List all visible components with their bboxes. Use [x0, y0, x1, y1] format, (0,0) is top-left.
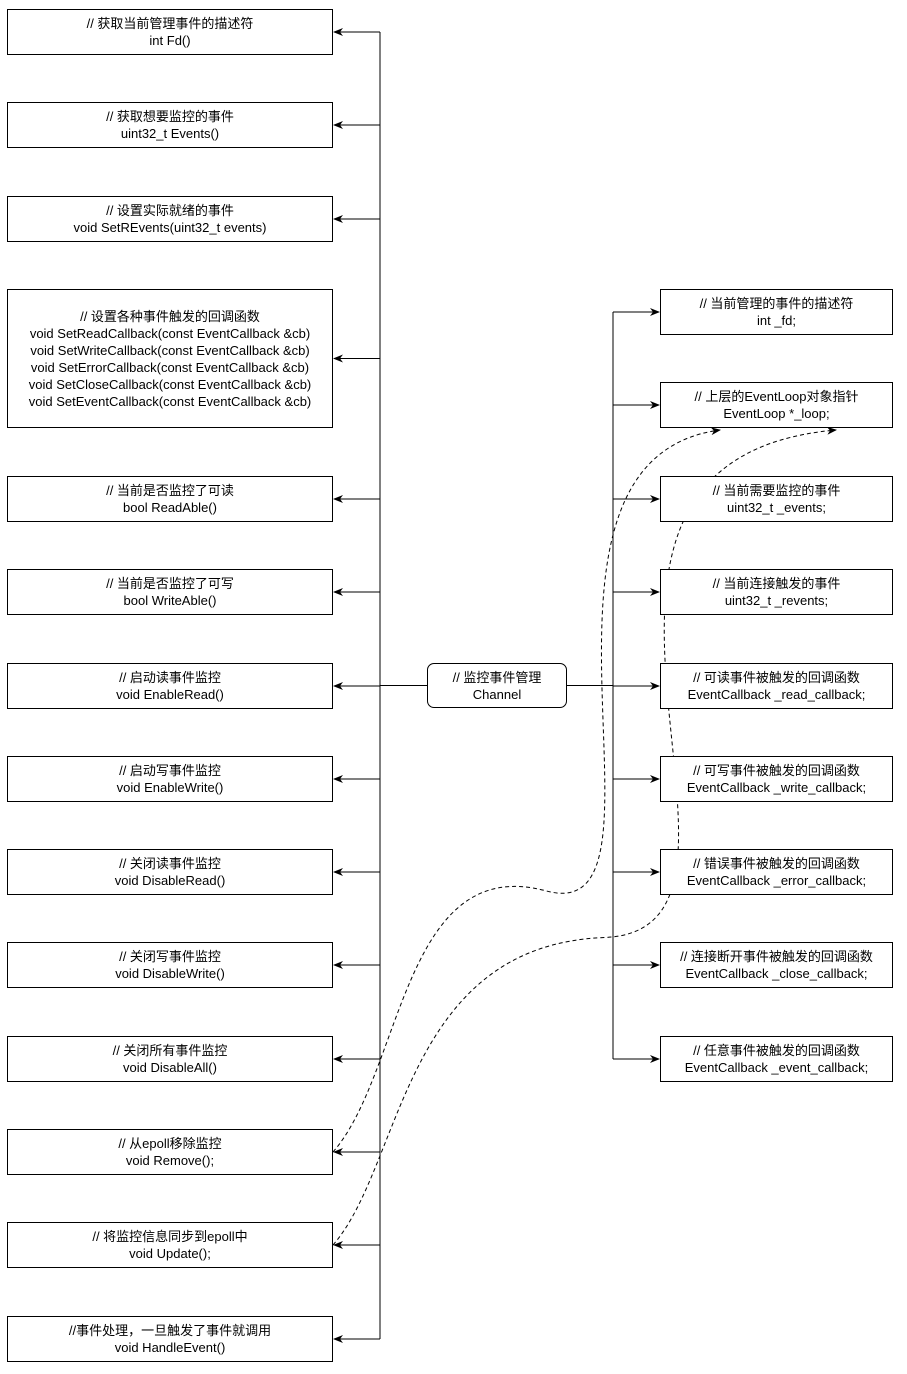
node-code: bool ReadAble() — [123, 500, 217, 515]
node-comment: // 连接断开事件被触发的回调函数 — [680, 949, 873, 964]
node-comment: // 从epoll移除监控 — [118, 1136, 222, 1151]
node-code: void Update(); — [129, 1246, 211, 1261]
node-code: void EnableWrite() — [116, 780, 224, 795]
node-comment: //事件处理，一旦触发了事件就调用 — [68, 1323, 272, 1338]
node-code: void HandleEvent() — [114, 1340, 226, 1355]
node-code: void SetEventCallback(const EventCallbac… — [28, 393, 312, 409]
node-code: int _fd; — [756, 313, 797, 328]
node-code: uint32_t _revents; — [724, 593, 829, 608]
node-code: void SetReadCallback(const EventCallback… — [29, 325, 311, 341]
node-code: uint32_t _events; — [726, 500, 827, 515]
member-fd: // 当前管理的事件的描述符 int _fd; — [660, 289, 893, 335]
method-write-able: // 当前是否监控了可写 bool WriteAble() — [7, 569, 333, 615]
member-loop: // 上层的EventLoop对象指针 EventLoop *_loop; — [660, 382, 893, 428]
node-comment: // 关闭写事件监控 — [119, 949, 221, 964]
method-disable-all: // 关闭所有事件监控 void DisableAll() — [7, 1036, 333, 1082]
node-code: void Remove(); — [125, 1153, 215, 1168]
node-comment: // 设置各种事件触发的回调函数 — [80, 308, 260, 324]
node-code: EventCallback _error_callback; — [686, 873, 867, 888]
node-comment: // 上层的EventLoop对象指针 — [694, 389, 859, 404]
node-comment: // 获取当前管理事件的描述符 — [86, 16, 254, 31]
node-code: void DisableAll() — [123, 1060, 217, 1075]
method-enable-read: // 启动读事件监控 void EnableRead() — [7, 663, 333, 709]
member-event-callback: // 任意事件被触发的回调函数 EventCallback _event_call… — [660, 1036, 893, 1082]
node-comment: // 启动读事件监控 — [119, 670, 221, 685]
node-code: void DisableRead() — [114, 873, 226, 888]
node-comment: // 将监控信息同步到epoll中 — [92, 1229, 248, 1244]
node-code: bool WriteAble() — [123, 593, 217, 608]
node-comment: // 关闭读事件监控 — [119, 856, 221, 871]
node-comment: // 监控事件管理 — [452, 669, 542, 685]
method-disable-read: // 关闭读事件监控 void DisableRead() — [7, 849, 333, 895]
method-enable-write: // 启动写事件监控 void EnableWrite() — [7, 756, 333, 802]
node-code: EventCallback _close_callback; — [685, 966, 868, 981]
dependency-remove-to-loop — [332, 427, 721, 1153]
node-comment: // 当前管理的事件的描述符 — [699, 296, 854, 311]
node-code: EventCallback _write_callback; — [686, 780, 867, 795]
node-code: void EnableRead() — [116, 687, 224, 702]
node-comment: // 当前是否监控了可写 — [106, 576, 234, 591]
member-revents: // 当前连接触发的事件 uint32_t _revents; — [660, 569, 893, 615]
node-code: void SetREvents(uint32_t events) — [73, 220, 267, 235]
method-remove: // 从epoll移除监控 void Remove(); — [7, 1129, 333, 1175]
node-comment: // 设置实际就绪的事件 — [106, 203, 234, 218]
method-handle-event: //事件处理，一旦触发了事件就调用 void HandleEvent() — [7, 1316, 333, 1362]
node-comment: // 获取想要监控的事件 — [106, 109, 234, 124]
node-comment: // 关闭所有事件监控 — [112, 1043, 228, 1058]
method-events: // 获取想要监控的事件 uint32_t Events() — [7, 102, 333, 148]
node-code: EventLoop *_loop; — [723, 406, 830, 421]
node-comment: // 可写事件被触发的回调函数 — [693, 763, 860, 778]
node-comment: // 当前需要监控的事件 — [712, 483, 841, 498]
method-read-able: // 当前是否监控了可读 bool ReadAble() — [7, 476, 333, 522]
node-code: EventCallback _event_callback; — [684, 1060, 869, 1075]
member-error-callback: // 错误事件被触发的回调函数 EventCallback _error_call… — [660, 849, 893, 895]
member-read-callback: // 可读事件被触发的回调函数 EventCallback _read_callb… — [660, 663, 893, 709]
node-code: void DisableWrite() — [115, 966, 225, 981]
member-events: // 当前需要监控的事件 uint32_t _events; — [660, 476, 893, 522]
method-set-revents: // 设置实际就绪的事件 void SetREvents(uint32_t eve… — [7, 196, 333, 242]
method-fd: // 获取当前管理事件的描述符 int Fd() — [7, 9, 333, 55]
method-disable-write: // 关闭写事件监控 void DisableWrite() — [7, 942, 333, 988]
node-comment: // 错误事件被触发的回调函数 — [693, 856, 860, 871]
member-write-callback: // 可写事件被触发的回调函数 EventCallback _write_call… — [660, 756, 893, 802]
node-comment: // 可读事件被触发的回调函数 — [693, 670, 860, 685]
node-code: Channel — [472, 686, 522, 702]
node-code: void SetWriteCallback(const EventCallbac… — [30, 342, 310, 358]
dependency-update-to-loop — [332, 426, 837, 1246]
member-close-callback: // 连接断开事件被触发的回调函数 EventCallback _close_ca… — [660, 942, 893, 988]
node-code: uint32_t Events() — [120, 126, 220, 141]
node-code: void SetErrorCallback(const EventCallbac… — [30, 359, 310, 375]
node-comment: // 启动写事件监控 — [119, 763, 221, 778]
node-code: void SetCloseCallback(const EventCallbac… — [28, 376, 312, 392]
node-comment: // 任意事件被触发的回调函数 — [693, 1043, 860, 1058]
method-update: // 将监控信息同步到epoll中 void Update(); — [7, 1222, 333, 1268]
node-code: int Fd() — [149, 33, 191, 48]
node-comment: // 当前是否监控了可读 — [106, 483, 234, 498]
node-code: EventCallback _read_callback; — [687, 687, 866, 702]
node-comment: // 当前连接触发的事件 — [712, 576, 841, 591]
